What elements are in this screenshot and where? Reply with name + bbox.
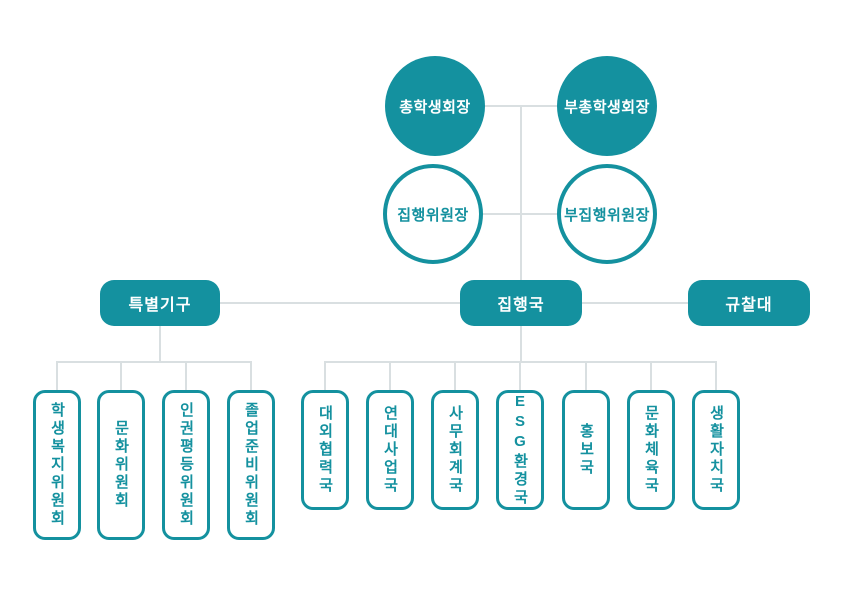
org-node-label: 사무회계국 bbox=[446, 405, 464, 495]
org-node-esg-environment-dept: ESG환경국 bbox=[496, 390, 544, 510]
connector-center-vertical bbox=[520, 106, 522, 363]
connector-exec-drop-7 bbox=[715, 361, 717, 390]
connector-branches-horizontal bbox=[160, 302, 750, 304]
org-node-executive-chair: 집행위원장 bbox=[383, 164, 483, 264]
connector-special-drop-3 bbox=[185, 361, 187, 390]
connector-exec-drop-2 bbox=[389, 361, 391, 390]
org-node-label: 집행위원장 bbox=[397, 206, 469, 224]
org-node-student-welfare-committee: 학생복지위원회 bbox=[33, 390, 81, 540]
connector-exec-drop-4 bbox=[519, 361, 521, 390]
org-node-culture-committee: 문화위원회 bbox=[97, 390, 145, 540]
connector-exec-drop-5 bbox=[585, 361, 587, 390]
org-node-label: 집행국 bbox=[497, 297, 545, 314]
org-node-label: 홍보국 bbox=[577, 423, 595, 477]
connector-exec-drop-6 bbox=[650, 361, 652, 390]
org-node-vice-president: 부총학생회장 bbox=[557, 56, 657, 156]
org-node-label: 총학생회장 bbox=[399, 98, 471, 116]
org-node-label: 특별기구 bbox=[128, 297, 192, 314]
org-node-graduation-prep-committee: 졸업준비위원회 bbox=[227, 390, 275, 540]
connector-exec-drop-1 bbox=[324, 361, 326, 390]
connector-special-bus bbox=[56, 361, 252, 363]
connector-special-drop-4 bbox=[250, 361, 252, 390]
org-node-patrol: 규찰대 bbox=[688, 280, 810, 326]
org-node-label: 연대사업국 bbox=[381, 405, 399, 495]
org-node-special-organs: 특별기구 bbox=[100, 280, 220, 326]
connector-special-drop-1 bbox=[56, 361, 58, 390]
org-node-label: 규찰대 bbox=[725, 297, 773, 314]
org-node-label: 문화위원회 bbox=[112, 420, 130, 510]
org-node-external-cooperation-dept: 대외협력국 bbox=[301, 390, 349, 510]
org-node-label: 생활자치국 bbox=[707, 405, 725, 495]
org-node-president: 총학생회장 bbox=[385, 56, 485, 156]
org-node-label: 졸업준비위원회 bbox=[242, 402, 260, 528]
org-node-living-autonomy-dept: 생활자치국 bbox=[692, 390, 740, 510]
org-node-public-relations-dept: 홍보국 bbox=[562, 390, 610, 510]
org-node-human-rights-equality-committee: 인권평등위원회 bbox=[162, 390, 210, 540]
org-node-label: 문화체육국 bbox=[642, 405, 660, 495]
org-node-label: 대외협력국 bbox=[316, 405, 334, 495]
org-node-label: 인권평등위원회 bbox=[177, 402, 195, 528]
org-node-vice-executive-chair: 부집행위원장 bbox=[557, 164, 657, 264]
org-node-culture-sports-dept: 문화체육국 bbox=[627, 390, 675, 510]
org-node-label: 부집행위원장 bbox=[564, 206, 650, 224]
org-node-office-accounting-dept: 사무회계국 bbox=[431, 390, 479, 510]
connector-special-vertical bbox=[159, 326, 161, 363]
org-node-label: 학생복지위원회 bbox=[48, 402, 66, 528]
org-node-solidarity-projects-dept: 연대사업국 bbox=[366, 390, 414, 510]
connector-chairs-horizontal bbox=[433, 213, 607, 215]
connector-special-drop-2 bbox=[120, 361, 122, 390]
org-node-label: ESG환경국 bbox=[511, 393, 529, 507]
org-node-executive-bureau: 집행국 bbox=[460, 280, 582, 326]
connector-exec-drop-3 bbox=[454, 361, 456, 390]
org-node-label: 부총학생회장 bbox=[564, 98, 650, 116]
